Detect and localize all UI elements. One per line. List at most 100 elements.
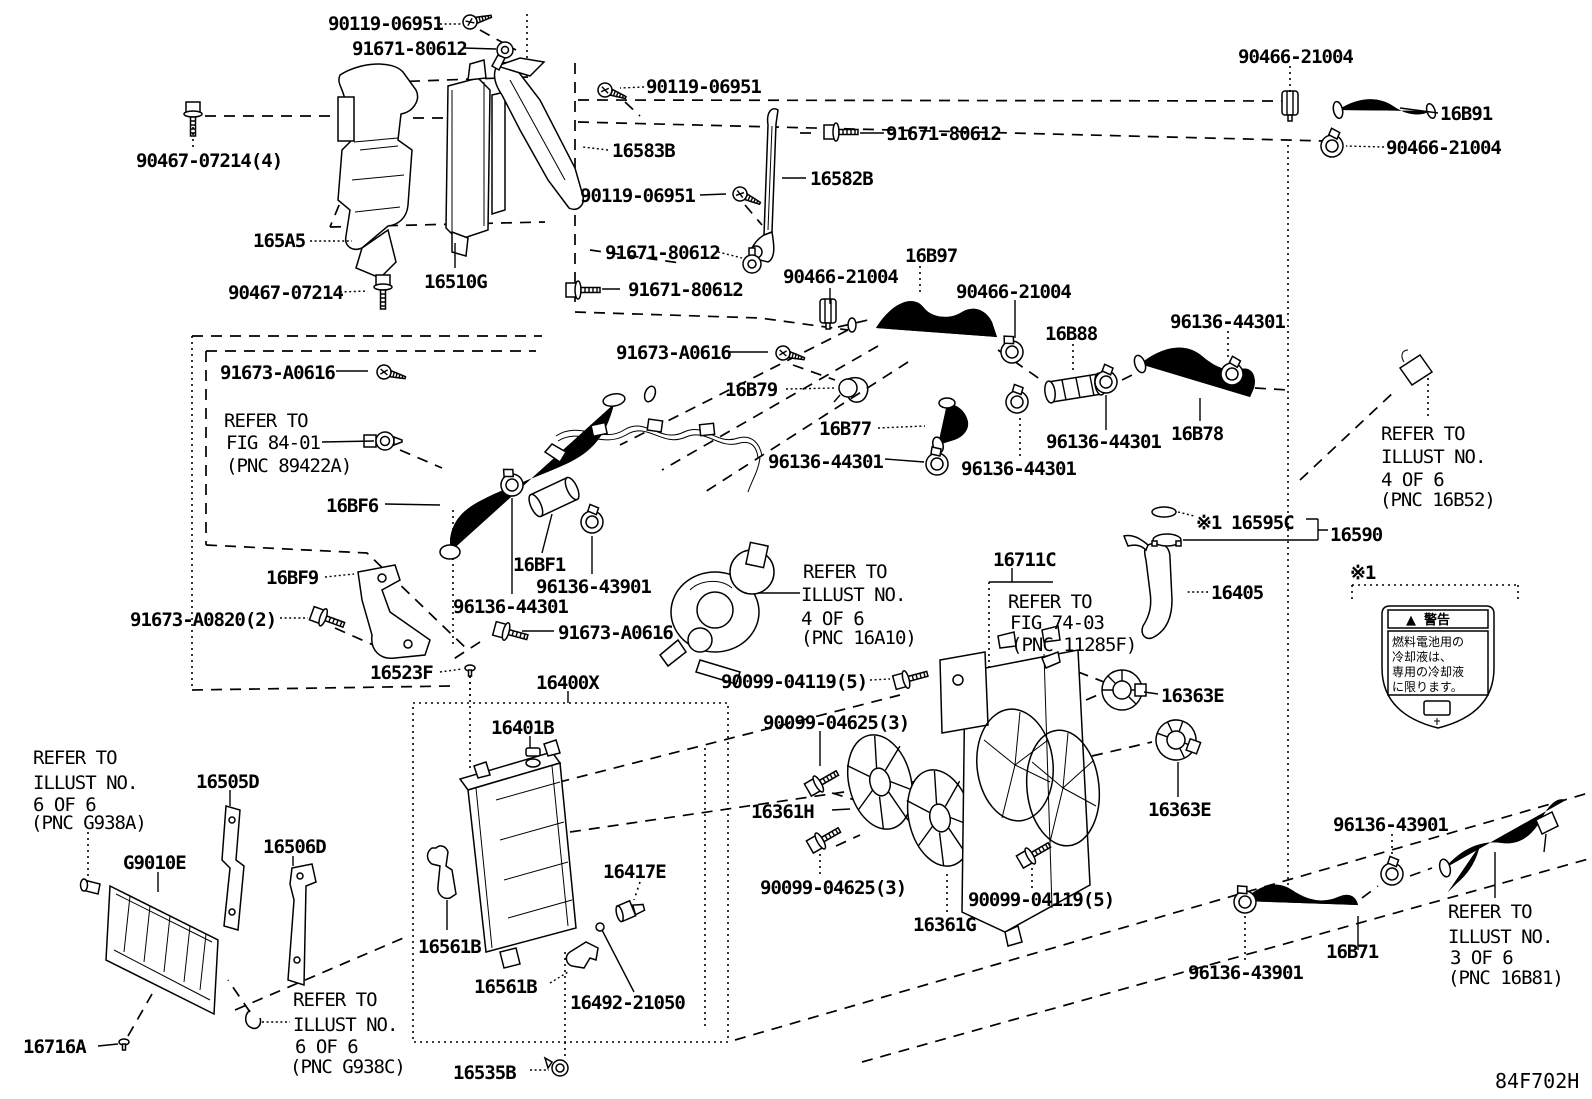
part-label-16b78: 16B78 [1171, 423, 1224, 445]
warning-line-1: 燃料電池用の [1392, 634, 1464, 649]
part-label-16405: 16405 [1211, 582, 1264, 604]
note-g938a-line4: (PNC G938A) [31, 812, 146, 834]
note-g938c-line3: 6 OF 6 [295, 1036, 358, 1058]
leader-lines [87, 23, 1496, 1071]
note-g938c-line4: (PNC G938C) [290, 1056, 405, 1078]
part-label-91671-80612-4: 91671-80612 [628, 279, 743, 301]
construction-lines [127, 14, 1592, 1063]
bracket-16505d [221, 805, 245, 931]
part-label-16417e: 16417E [603, 861, 666, 883]
warning-line-2: 冷却液は、 [1392, 649, 1452, 664]
note-16b81-line4: (PNC 16B81) [1448, 967, 1563, 989]
part-label-96136-44301-3: 96136-44301 [768, 451, 883, 473]
part-label-90099-04119-1: 90099-04119(5) [721, 671, 867, 693]
part-label-16582b: 16582B [810, 168, 873, 190]
part-label-16361h: 16361H [751, 801, 814, 823]
wiring-harness [555, 418, 763, 493]
radiator-core-16510g [445, 59, 506, 257]
bracket-16506d [287, 863, 317, 987]
note-16a10-line2: ILLUST NO. [801, 584, 905, 606]
part-label-16bf1: 16BF1 [513, 554, 566, 576]
note-16b81-line3: 3 OF 6 [1450, 947, 1513, 969]
part-label-91673-a0616-2: 91673-A0616 [616, 342, 731, 364]
support-rod-16582b [749, 108, 779, 263]
drain-plug-16535b [543, 1056, 569, 1077]
note-g938a-line1: REFER TO [33, 747, 117, 769]
part-label-90466-21004-4: 90466-21004 [1386, 137, 1501, 159]
note-g938a-line2: ILLUST NO. [33, 772, 137, 794]
note-fig74-line3: (PNC 11285F) [1011, 634, 1136, 656]
reservoir-caps-16595c-16590 [1151, 506, 1182, 547]
part-label-16561b-2: 16561B [474, 976, 537, 998]
part-label-16711c: 16711C [993, 549, 1056, 571]
note-g938a-line3: 6 OF 6 [33, 794, 96, 816]
warning-line-3: 専用の冷却液 [1392, 664, 1464, 679]
part-label-16b71: 16B71 [1326, 941, 1379, 963]
note-16a10-line1: REFER TO [803, 561, 887, 583]
part-label-91671-80612-2: 91671-80612 [886, 123, 1001, 145]
part-label-90466-21004-3: 90466-21004 [1238, 46, 1353, 68]
part-label-g9010e: G9010E [123, 852, 186, 874]
condenser-g9010e [79, 878, 219, 1016]
part-label-16b91: 16B91 [1440, 103, 1493, 125]
part-label-90099-04625-1: 90099-04625(3) [763, 712, 909, 734]
part-label-16505d: 16505D [196, 771, 259, 793]
part-label-165a5: 165A5 [253, 230, 306, 252]
part-label-96136-43901-2: 96136-43901 [1333, 814, 1448, 836]
part-label-16401b: 16401B [491, 717, 554, 739]
part-label-91673-a0616-1: 91673-A0616 [220, 362, 335, 384]
part-label-16583b: 16583B [612, 140, 675, 162]
note-16b52-line1: REFER TO [1381, 423, 1465, 445]
hook-g938c [245, 1009, 262, 1030]
part-label-16b97: 16B97 [905, 245, 958, 267]
hose-16bf1 [528, 476, 580, 518]
bracket-16bf9 [357, 564, 431, 659]
part-label-96136-44301-5: 96136-44301 [1046, 431, 1161, 453]
note-16a10-line3: 4 OF 6 [801, 608, 864, 630]
note-fig84-line2: FIG 84-01 [226, 432, 321, 454]
hardware-icons [183, 8, 1061, 871]
stud-91671-1-icon [490, 41, 514, 72]
part-label-91671-80612-1: 91671-80612 [352, 38, 467, 60]
note-fig84-line3: (PNC 89422A) [226, 455, 351, 477]
part-label-90119-06951-2: 90119-06951 [646, 76, 761, 98]
part-label-16361g: 16361G [913, 914, 976, 936]
reference-notes: REFER TO FIG 84-01 (PNC 89422A) REFER TO… [31, 410, 1564, 1078]
part-label-16590: 16590 [1330, 524, 1383, 546]
fan-16361g [906, 769, 974, 867]
hose-16b81-ref [1438, 799, 1566, 892]
part-label-16595c: 16595C [1231, 512, 1294, 534]
part-label-96136-44301-4: 96136-44301 [961, 458, 1076, 480]
figure-code: 84F702H [1495, 1069, 1579, 1093]
part-label-96136-43901-1: 96136-43901 [536, 576, 651, 598]
part-label-16b79: 16B79 [725, 379, 778, 401]
part-label-16523f: 16523F [370, 662, 433, 684]
part-label-16535b: 16535B [453, 1062, 516, 1084]
part-label-90119-06951-3: 90119-06951 [580, 185, 695, 207]
bracket-16561b-left [426, 845, 457, 900]
part-label-16bf6: 16BF6 [326, 495, 379, 517]
bracket-16561b-bottom [565, 941, 599, 969]
tag-16b52-ref [1398, 349, 1434, 387]
hose-16b78 [1133, 347, 1255, 397]
note-fig74-line2: FIG 74-03 [1010, 612, 1105, 634]
part-label-16b77: 16B77 [819, 418, 872, 440]
oring-16492-21050 [595, 922, 605, 932]
water-inlet-pipe-16bf6 [439, 385, 657, 560]
note-16b81-line1: REFER TO [1448, 901, 1532, 923]
part-label-96136-43901-3: 96136-43901 [1188, 962, 1303, 984]
part-label-16363e-1: 16363E [1161, 685, 1224, 707]
radiator-cap-16401b [525, 747, 541, 757]
part-label-90467-07214-4: 90467-07214(4) [136, 150, 282, 172]
note-16b81-line2: ILLUST NO. [1448, 926, 1552, 948]
part-label-16561b-1: 16561B [418, 936, 481, 958]
fan-shroud-165a5 [337, 63, 419, 279]
part-label-16400x: 16400X [536, 672, 600, 694]
part-label-16492-21050: 16492-21050 [570, 992, 685, 1014]
clip-16b79 [833, 377, 869, 403]
footnote-marker-warning: ※1 [1350, 562, 1376, 584]
reservoir-16405 [1122, 534, 1173, 640]
